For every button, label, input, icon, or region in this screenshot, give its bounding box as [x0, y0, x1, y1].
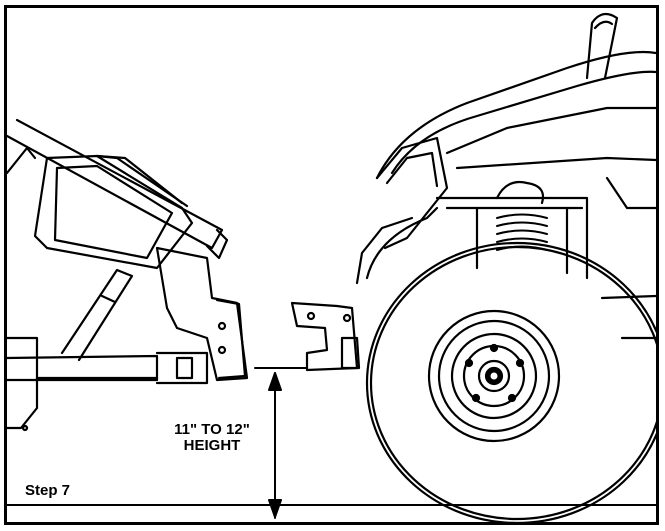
attachment-implement	[7, 118, 249, 432]
tractor-vehicle	[290, 12, 656, 522]
height-dimension-label: 11" TO 12" HEIGHT	[147, 422, 277, 454]
height-word-text: HEIGHT	[183, 436, 241, 454]
dimension-callout	[7, 367, 656, 519]
line-art	[7, 12, 656, 522]
diagram-frame: 11" TO 12" HEIGHT Step 7	[4, 5, 659, 525]
height-range-text: 11" TO 12"	[174, 421, 250, 438]
step-label: Step 7	[25, 482, 71, 499]
